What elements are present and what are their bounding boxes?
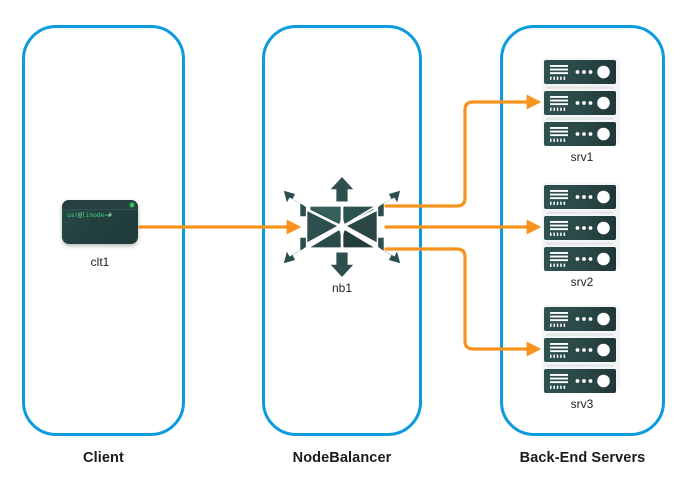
nodebalancer-icon <box>283 177 401 277</box>
terminal-prompt-host: linode <box>81 211 105 219</box>
node-label-srv3: srv3 <box>570 397 594 411</box>
connector-nb1-srv3 <box>384 247 542 357</box>
node-label-clt1: clt1 <box>90 255 110 269</box>
server-rack-icon-srv2 <box>542 183 620 271</box>
status-dot-icon <box>130 202 134 207</box>
terminal-prompt-tail: ~# <box>104 211 112 219</box>
group-client <box>22 25 185 436</box>
node-label-srv2: srv2 <box>570 275 594 289</box>
terminal-icon: usr@linode~# <box>62 200 138 244</box>
connector-nb1-srv1 <box>384 94 542 208</box>
group-label-nodebalancer: NodeBalancer <box>292 450 392 466</box>
group-label-backend-servers: Back-End Servers <box>519 450 646 466</box>
group-nodebalancer <box>262 25 422 436</box>
server-rack-icon-srv3 <box>542 305 620 393</box>
node-label-srv1: srv1 <box>570 150 594 164</box>
group-backend-servers <box>500 25 665 436</box>
server-rack-icon-srv1 <box>542 58 620 146</box>
terminal-prompt-at: @ <box>78 211 82 219</box>
group-label-client: Client <box>83 450 124 466</box>
terminal-prompt-text: usr@linode~# <box>67 211 112 219</box>
terminal-prompt-user: usr <box>67 211 79 219</box>
node-label-nb1: nb1 <box>331 281 353 295</box>
terminal-titlebar <box>62 200 138 210</box>
